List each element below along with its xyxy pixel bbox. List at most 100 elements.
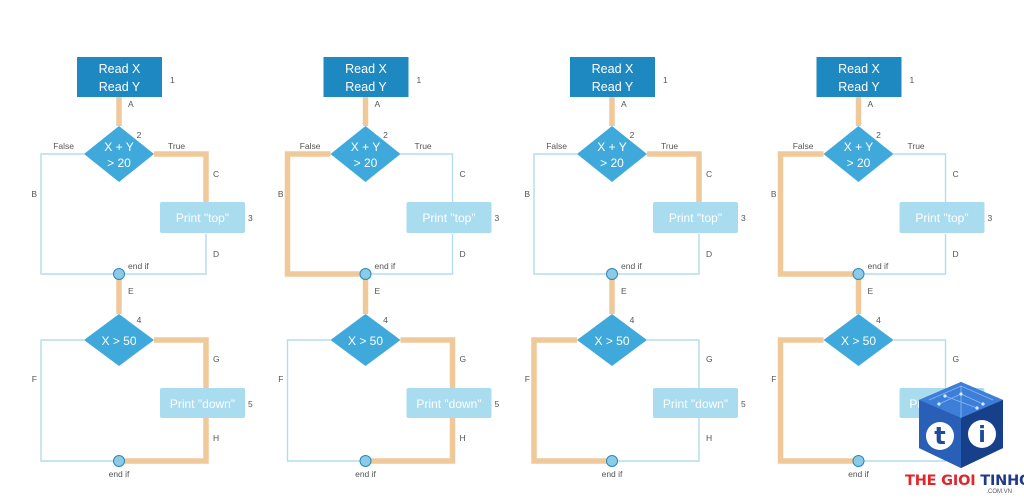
edge-label-d: D [706, 249, 712, 259]
edge-line-g [154, 339, 207, 388]
edge-label-g: G [953, 354, 960, 364]
condition-diamond-2 [823, 314, 894, 366]
edge-label-c: C [706, 169, 712, 179]
highlight-path-g [400, 337, 456, 388]
edge-label-a: A [621, 99, 627, 109]
step-number-5: 5 [248, 399, 253, 409]
edge-label-a: A [375, 99, 381, 109]
edge-label-d: D [953, 249, 959, 259]
end-if-label-1: end if [621, 261, 642, 271]
edge-label-a: A [868, 99, 874, 109]
edge-label-c: C [213, 169, 219, 179]
read-box [323, 57, 409, 97]
true-label: True [415, 141, 432, 151]
highlight-path-b [284, 151, 366, 277]
edge-label-e: E [868, 286, 874, 296]
edge-label-h: H [213, 433, 219, 443]
step-number-2: 2 [137, 130, 142, 140]
watermark: THE GIOI TINHOC .COM.VN [905, 470, 1024, 500]
print-down-label: Print "down" [416, 397, 481, 411]
step-number-4: 4 [630, 315, 635, 325]
print-top-box [899, 202, 985, 233]
step-number-4: 4 [383, 315, 388, 325]
print-top-label: Print "top" [422, 211, 475, 225]
edge-line-f [40, 339, 119, 462]
read-y-label: Read Y [838, 80, 880, 94]
condition-2-label: X > 50 [348, 334, 383, 348]
edge-label-b: B [31, 189, 37, 199]
read-y-label: Read Y [592, 80, 634, 94]
edge-label-d: D [213, 249, 219, 259]
end-if-node-2 [606, 455, 618, 467]
edge-line-g [893, 339, 947, 388]
end-if-node-2 [852, 455, 865, 467]
highlight-path-c [154, 151, 209, 202]
print-down-label: Print "down" [170, 397, 235, 411]
edge-label-h: H [706, 433, 712, 443]
edge-line-b [533, 153, 612, 275]
edge-line-d [612, 234, 700, 275]
end-if-label-2: end if [848, 469, 869, 479]
condition-1-line-1: X + Y [351, 140, 380, 154]
print-down-box [406, 388, 492, 418]
step-number-3: 3 [741, 213, 746, 223]
step-number-1: 1 [910, 75, 915, 85]
edge-label-f: F [525, 374, 530, 384]
end-if-node-1 [606, 268, 618, 280]
edge-line-h [119, 418, 207, 462]
condition-diamond-1 [823, 126, 894, 182]
step-number-2: 2 [876, 130, 881, 140]
edge-line-d [365, 234, 454, 275]
read-box [77, 57, 162, 97]
condition-1-line-1: X + Y [844, 140, 873, 154]
edge-line-d [858, 234, 947, 275]
step-number-5: 5 [741, 399, 746, 409]
step-number-2: 2 [383, 130, 388, 140]
condition-diamond-2 [577, 314, 647, 366]
edge-line-h [612, 418, 700, 462]
condition-2-label: X > 50 [101, 334, 136, 348]
edge-label-g: G [460, 354, 467, 364]
highlight-path-b [777, 151, 859, 277]
edge-line-c [647, 153, 700, 202]
print-top-box [406, 202, 492, 233]
edge-label-a: A [128, 99, 134, 109]
highlight-path-f [777, 337, 859, 464]
read-x-label: Read X [838, 62, 880, 76]
condition-1-line-2: > 20 [107, 156, 131, 170]
step-number-3: 3 [495, 213, 500, 223]
print-top-box [160, 202, 245, 233]
end-if-label-1: end if [868, 261, 889, 271]
edge-label-e: E [621, 286, 627, 296]
step-number-4: 4 [876, 315, 881, 325]
condition-diamond-2 [330, 314, 401, 366]
false-label: False [793, 141, 814, 151]
step-number-1: 1 [663, 75, 668, 85]
end-if-label-2: end if [109, 469, 130, 479]
read-x-label: Read X [99, 62, 141, 76]
end-if-node-1 [359, 268, 372, 280]
edge-label-f: F [32, 374, 37, 384]
edge-line-c [154, 153, 207, 202]
edge-label-b: B [524, 189, 530, 199]
step-number-3: 3 [988, 213, 993, 223]
end-if-node-2 [113, 455, 125, 467]
read-y-label: Read Y [345, 80, 387, 94]
false-label: False [546, 141, 567, 151]
highlight-path-c [647, 151, 702, 202]
edge-line-b [40, 153, 119, 275]
step-number-4: 4 [137, 315, 142, 325]
edge-label-g: G [213, 354, 220, 364]
print-top-label: Print "top" [669, 211, 722, 225]
edge-label-c: C [953, 169, 959, 179]
edge-label-f: F [278, 374, 283, 384]
condition-diamond-1 [330, 126, 401, 182]
end-if-label-2: end if [602, 469, 623, 479]
print-down-label: Print "down" [663, 397, 728, 411]
end-if-node-2 [359, 455, 372, 467]
true-label: True [661, 141, 678, 151]
print-down-box [653, 388, 738, 418]
